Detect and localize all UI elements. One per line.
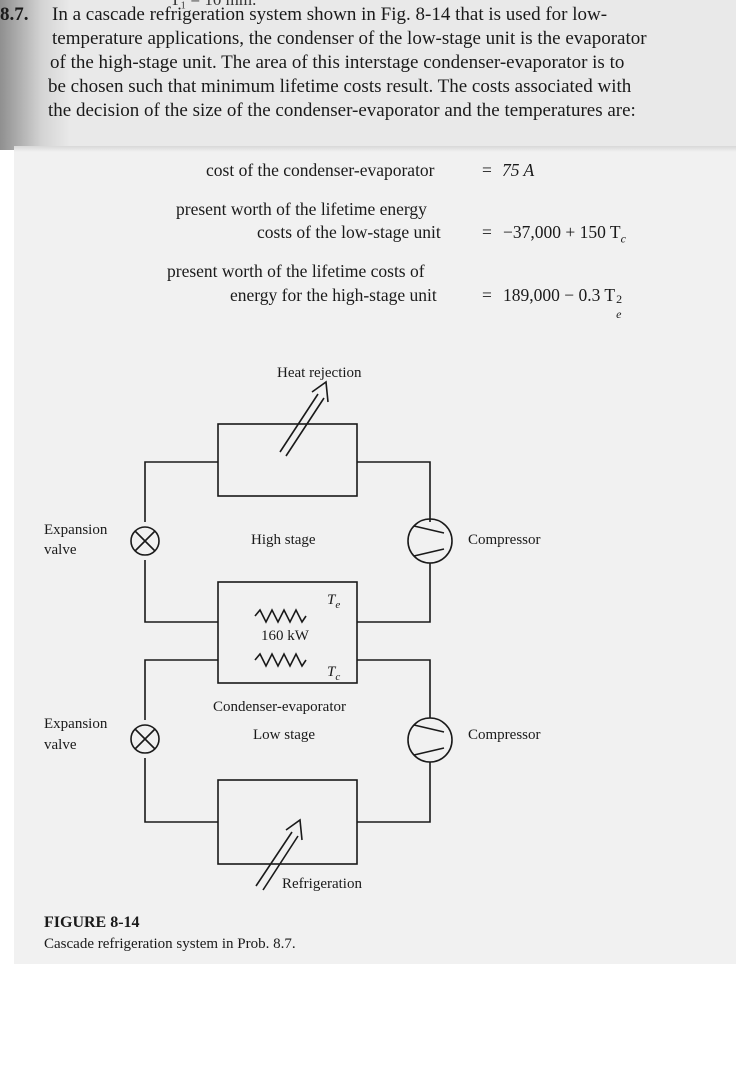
- figure-title: FIGURE 8-14: [44, 914, 140, 931]
- te-text: T: [327, 592, 336, 608]
- refrigeration-arrow-icon: [255, 818, 303, 891]
- tc-label: Tc: [327, 664, 340, 683]
- low-stage-label: Low stage: [253, 727, 316, 743]
- te-sub: e: [335, 599, 341, 611]
- hs-left-top-pipe: [144, 461, 218, 522]
- high-stage-condenser-box: [217, 423, 358, 497]
- eq3-sub: e: [616, 307, 622, 321]
- expansion-valve-2-label-b: valve: [44, 737, 77, 753]
- compressor-1-label: Compressor: [468, 532, 541, 548]
- high-stage-label: High stage: [251, 532, 316, 548]
- problem-line-2: temperature applications, the condenser …: [52, 28, 647, 49]
- clipped-fragment: T₁ = 10 mm.: [170, 0, 256, 11]
- te-label: Te: [327, 592, 340, 611]
- problem-line-5: the decision of the size of the condense…: [48, 100, 636, 121]
- expansion-valve-1-label-a: Expansion: [44, 522, 108, 538]
- ls-left-bottom-pipe: [144, 758, 218, 823]
- eq1-right-text: 75 A: [502, 160, 535, 180]
- expansion-valve-2-label-a: Expansion: [44, 716, 108, 732]
- tc-text: T: [327, 664, 336, 680]
- problem-line-1: In a cascade refrigeration system shown …: [52, 4, 608, 25]
- expansion-valve-1-label-b: valve: [44, 542, 77, 558]
- condenser-evaporator-label: Condenser-evaporator: [213, 699, 346, 715]
- problem-number: 8.7.: [0, 4, 29, 25]
- hs-right-bottom-pipe: [357, 563, 431, 623]
- eq3-equals: =: [482, 285, 492, 305]
- hs-left-bottom-pipe: [144, 560, 218, 623]
- problem-statement: T₁ = 10 mm. 8.7. In a cascade refrigerat…: [0, 0, 736, 150]
- eq3-left-2: energy for the high-stage unit: [230, 285, 437, 305]
- problem-line-3: of the high-stage unit. The area of this…: [50, 52, 625, 73]
- load-label: 160 kW: [261, 628, 309, 644]
- binding-shadow: [0, 0, 70, 150]
- ls-right-bottom-pipe: [357, 762, 431, 823]
- eq1-right: 75 A: [502, 160, 534, 181]
- high-stage-loop: [130, 423, 453, 623]
- eq3-sup: 2: [616, 292, 623, 306]
- eq2-equals: =: [482, 222, 492, 242]
- expansion-valve-icon: [130, 724, 160, 754]
- resistor-te-icon: [254, 608, 307, 624]
- eq1-left: cost of the condenser-evaporator: [206, 160, 435, 180]
- eq3-left-1: present worth of the lifetime costs of: [167, 261, 425, 281]
- tc-sub: c: [335, 671, 341, 683]
- page-edge: [14, 146, 736, 152]
- heat-rejection-arrow-icon: [279, 380, 329, 457]
- ls-right-top-pipe: [357, 659, 431, 718]
- hs-right-top-pipe: [357, 461, 431, 522]
- compressor-icon: [407, 518, 453, 564]
- eq3-right-text: 189,000 − 0.3 T: [503, 285, 616, 305]
- problem-line-4: be chosen such that minimum lifetime cos…: [48, 76, 632, 97]
- top-strip: [0, 0, 736, 150]
- ls-left-top-pipe: [144, 659, 218, 720]
- eq2-sub: c: [620, 231, 626, 246]
- condenser-evaporator-box: [217, 581, 358, 684]
- heat-rejection-label: Heat rejection: [277, 365, 362, 381]
- figure-caption: Cascade refrigeration system in Prob. 8.…: [44, 936, 296, 952]
- compressor-icon: [407, 717, 453, 763]
- eq2-right: −37,000 + 150 Tc: [503, 222, 626, 247]
- eq1-equals: =: [482, 160, 492, 180]
- low-stage-loop: [130, 659, 453, 865]
- resistor-tc-icon: [254, 652, 307, 668]
- expansion-valve-icon: [130, 526, 160, 556]
- eq2-left-1: present worth of the lifetime energy: [176, 199, 427, 219]
- figure-page: [14, 146, 736, 964]
- refrigeration-label: Refrigeration: [282, 876, 362, 892]
- compressor-2-label: Compressor: [468, 727, 541, 743]
- eq2-left-2: costs of the low-stage unit: [257, 222, 441, 242]
- eq2-right-text: −37,000 + 150 T: [503, 222, 621, 242]
- equation-1: cost of the condenser-evaporator: [206, 160, 435, 181]
- low-stage-evaporator-box: [217, 779, 358, 865]
